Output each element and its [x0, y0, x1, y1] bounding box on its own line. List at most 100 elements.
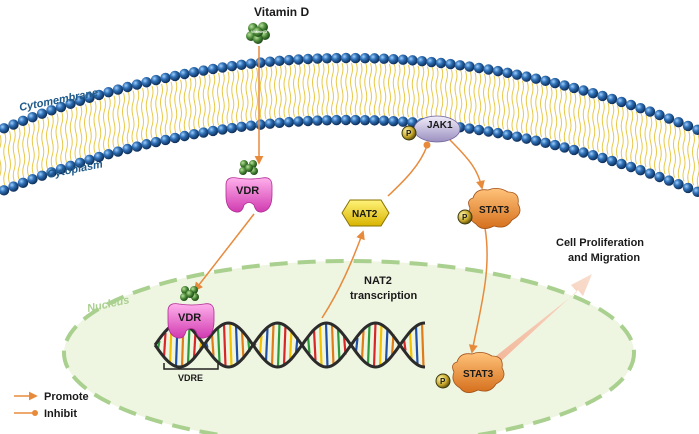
phospholipid-head: [46, 105, 57, 116]
lipid-tail: [411, 91, 415, 118]
phospholipid-head: [321, 53, 333, 64]
lipid-tail: [530, 82, 534, 109]
lipid-tail: [578, 120, 581, 147]
lipid-tail: [468, 97, 472, 124]
phospholipid-head: [692, 124, 699, 135]
phospholipid-head: [112, 84, 124, 95]
phospholipid-head: [293, 116, 304, 127]
lipid-tail: [392, 64, 396, 91]
lipid-tail: [316, 63, 320, 90]
lipid-tail: [335, 62, 339, 90]
lipid-tail: [231, 96, 235, 124]
lipid-tail: [611, 129, 615, 157]
lipid-tail: [373, 63, 377, 90]
base-pair: [282, 324, 287, 366]
lipid-tail: [283, 65, 287, 92]
phospholipid-head: [654, 109, 665, 121]
lipid-tail: [297, 90, 301, 117]
vdre-bracket: [163, 363, 219, 370]
lipid-tail: [620, 106, 624, 134]
phospholipid-head: [350, 114, 361, 126]
phospholipid-head: [321, 115, 333, 126]
lipid-tail: [616, 105, 619, 132]
lipid-tail: [145, 86, 149, 114]
phospholipid-head: [207, 125, 219, 137]
lipid-tail: [402, 64, 406, 91]
phospholipid-head: [426, 56, 437, 68]
lipid-tail: [587, 122, 591, 150]
phospholipid-head: [27, 174, 38, 185]
lipid-tail: [255, 93, 258, 121]
base-pair: [378, 323, 383, 367]
lipid-tail: [274, 66, 277, 93]
lipid-tail: [478, 72, 482, 100]
lipid-tail: [696, 160, 699, 188]
phospholipid-head: [606, 93, 618, 105]
svg-text:STAT3: STAT3: [479, 205, 510, 216]
base-pair: [234, 325, 239, 365]
lipid-tail: [345, 62, 349, 90]
phospholipid-head: [255, 57, 266, 68]
phospholipid-head: [416, 55, 428, 67]
phospholipid-head: [188, 129, 200, 140]
lipid-tail: [207, 74, 211, 101]
lipid-tail: [74, 132, 78, 160]
nat2-transcription-line1: NAT2: [364, 275, 392, 287]
phospholipid-head: [549, 139, 561, 151]
phospholipid-head: [369, 115, 380, 126]
phospholipid-head: [312, 53, 323, 64]
lipid-tail: [41, 144, 45, 171]
lipid-tail: [112, 121, 116, 148]
lipid-tail: [278, 65, 282, 92]
inhibit-nat2-jak1: [387, 145, 428, 197]
lipid-tail: [164, 108, 168, 135]
legend-promote: Promote: [14, 391, 89, 403]
lipid-tail: [107, 96, 111, 124]
lipid-tail: [36, 120, 40, 147]
lipid-tail: [502, 102, 505, 130]
lipid-tail: [112, 95, 116, 122]
lipid-tail: [74, 106, 78, 134]
phospholipid-head: [150, 136, 162, 148]
lipid-tail: [0, 134, 2, 161]
phospholipid-head: [397, 54, 409, 65]
lipid-tail: [649, 142, 653, 169]
base-pair: [276, 322, 281, 368]
phospholipid-head: [369, 53, 380, 64]
lipid-tail: [226, 71, 230, 98]
lipid-tail: [93, 127, 97, 154]
lipid-tail: [359, 62, 363, 90]
svg-text:P: P: [440, 377, 446, 386]
phospholipid-head: [663, 175, 675, 186]
lipid-tail: [150, 111, 154, 139]
lipid-tail: [378, 89, 382, 116]
lipid-tail: [554, 114, 558, 141]
lipid-tail: [354, 88, 358, 116]
phospholipid-head: [141, 77, 152, 88]
phospholipid-head: [502, 67, 513, 79]
phospholipid-head: [255, 119, 266, 130]
lipid-tail: [17, 127, 21, 154]
phospholipid-head: [540, 137, 551, 149]
lipid-tail: [88, 102, 92, 129]
phospholipid-head: [274, 117, 285, 129]
lipid-tail: [639, 139, 643, 166]
lipid-tail: [673, 151, 676, 178]
phospholipid-head: [625, 161, 637, 173]
lipid-tail: [521, 106, 524, 133]
base-pair: [216, 327, 221, 363]
phospholipid-head: [131, 141, 143, 152]
vdr-cytoplasm: VDR: [225, 160, 273, 213]
lipid-tail: [31, 121, 35, 149]
phospholipid-head: [359, 52, 371, 64]
lipid-tail: [264, 66, 268, 94]
phospholipid-head: [521, 71, 532, 82]
base-pair: [270, 324, 275, 366]
lipid-tail: [188, 77, 192, 105]
base-pair: [288, 329, 293, 361]
lipid-tail: [31, 147, 35, 175]
lipid-tail: [563, 116, 567, 143]
lipid-tail: [331, 63, 334, 90]
lipid-tail: [117, 120, 121, 147]
lipid-tail: [221, 72, 225, 99]
